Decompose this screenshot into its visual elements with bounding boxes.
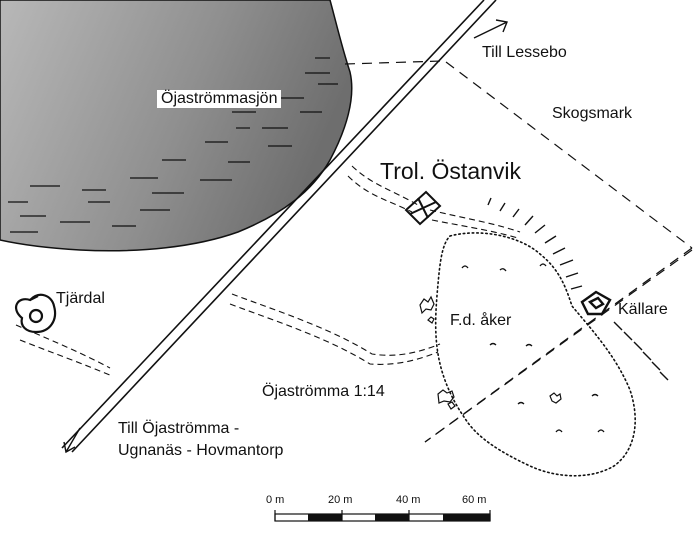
lake-shape [0, 0, 353, 252]
main-road [61, 0, 497, 453]
to-south-label-line2: Ugnanäs - Hovmantorp [118, 442, 284, 459]
lake-label: Öjaströmmasjön [157, 90, 282, 108]
slope-hatching [487, 197, 669, 381]
scale-tick-60: 60 m [462, 494, 487, 506]
cellar-symbol [580, 290, 612, 316]
former-field-label: F.d. åker [450, 312, 512, 329]
tar-pit-symbol [15, 293, 57, 334]
forest-label: Skogsmark [552, 105, 633, 122]
lake-water-hatching [8, 57, 338, 233]
field-outline [434, 232, 636, 477]
scale-tick-0: 0 m [266, 494, 285, 506]
field-crossing-line [424, 249, 693, 443]
property-boundaries [344, 60, 693, 443]
building-symbol [404, 190, 442, 226]
to-lessebo-label: Till Lessebo [482, 44, 567, 61]
property-label: Öjaströmma 1:14 [262, 383, 385, 400]
site-title-label: Trol. Östanvik [380, 158, 522, 184]
to-south-label-line1: Till Öjaströmma - [118, 420, 240, 437]
stone-heaps [419, 295, 562, 410]
tar-pit-label: Tjärdal [56, 290, 105, 307]
road-arrow-south [63, 427, 81, 454]
road-arrow-north [473, 19, 508, 39]
stone-marks [461, 263, 605, 433]
scale-tick-40: 40 m [396, 494, 421, 506]
scale-bar [274, 510, 491, 522]
scale-tick-20: 20 m [328, 494, 353, 506]
cellar-label: Källare [618, 301, 668, 318]
